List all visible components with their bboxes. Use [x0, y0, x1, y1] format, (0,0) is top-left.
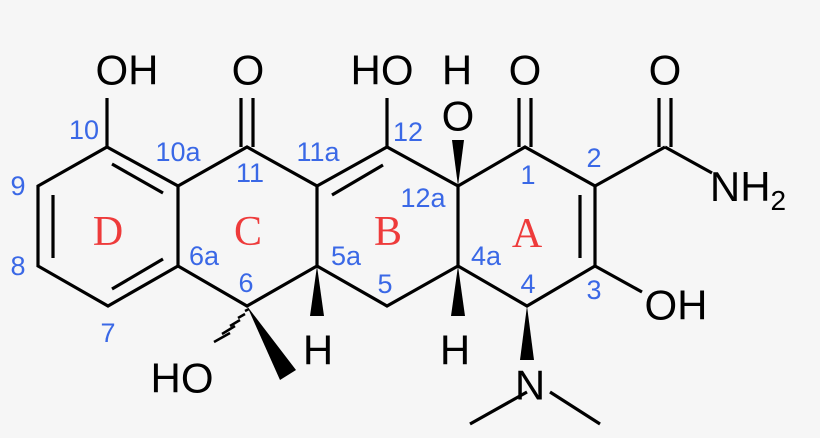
- double-bond-inner: [111, 257, 164, 291]
- locant-8: 8: [10, 251, 25, 281]
- atom-ho6: HO: [151, 355, 214, 402]
- locant-6: 6: [238, 268, 253, 298]
- double-bond-inner: [111, 162, 164, 195]
- locant-4a: 4a: [471, 241, 502, 271]
- bond-n-methyl: [469, 390, 528, 426]
- atom-o1: O: [509, 47, 542, 94]
- atom-h4a: H: [440, 327, 470, 374]
- atom-o12a: O: [442, 93, 475, 140]
- locant-12a: 12a: [400, 183, 446, 213]
- locant-3: 3: [586, 275, 601, 305]
- locant-11a: 11a: [296, 137, 340, 167]
- locant-1: 1: [520, 160, 535, 190]
- ring-label-c: C: [234, 209, 262, 255]
- atom-h5a: H: [303, 327, 333, 374]
- ring-label-b: B: [374, 209, 402, 255]
- ring-c-bonds: [177, 145, 319, 308]
- ring-b-bonds: [316, 145, 460, 308]
- double-bond-inner: [331, 163, 384, 197]
- locant-12: 12: [393, 117, 423, 147]
- locant-2: 2: [586, 143, 601, 173]
- atom-oh10: OH: [96, 47, 159, 94]
- wedge-bond-4a: [451, 266, 465, 316]
- atom-h12a: H: [442, 47, 472, 94]
- ring-label-d: D: [93, 209, 123, 255]
- bonds: [36, 98, 713, 426]
- locant-labels: 1 2 3 4 4a 5 5a 6 6a 7 8 9 10 10a 11 11a…: [10, 115, 601, 348]
- ring-labels: A B C D: [93, 209, 543, 257]
- hash-bond-6-oh: [213, 307, 250, 344]
- bond-n-methyl: [549, 390, 601, 426]
- wedge-bond-6-methyl: [247, 306, 296, 380]
- locant-4: 4: [520, 269, 535, 299]
- atom-n4: N: [515, 362, 545, 409]
- locant-9: 9: [10, 171, 25, 201]
- locant-11: 11: [236, 158, 264, 188]
- atom-nh2: NH2: [710, 163, 786, 216]
- atom-o11: O: [232, 47, 265, 94]
- atom-ho12: HO: [351, 47, 414, 94]
- locant-10a: 10a: [155, 137, 201, 167]
- bond-c2-amide: [594, 145, 666, 188]
- ring-label-a: A: [512, 211, 543, 257]
- locant-5: 5: [377, 269, 392, 299]
- bond-c3-oh: [594, 264, 643, 294]
- atom-labels: OH O HO H O O O NH2 OH N H H HO: [96, 47, 787, 409]
- atom-oh3: OH: [645, 282, 708, 329]
- wedge-bond-12a: [452, 140, 464, 186]
- wedge-bond-4: [520, 306, 534, 360]
- locant-5a: 5a: [331, 241, 362, 271]
- locant-6a: 6a: [189, 241, 220, 271]
- wedge-bond-5a: [310, 266, 324, 316]
- locant-7: 7: [100, 318, 115, 348]
- ring-a-bonds: [457, 145, 597, 308]
- bond-amide-n: [664, 145, 713, 175]
- atom-o-amide: O: [649, 47, 682, 94]
- locant-10: 10: [69, 115, 99, 145]
